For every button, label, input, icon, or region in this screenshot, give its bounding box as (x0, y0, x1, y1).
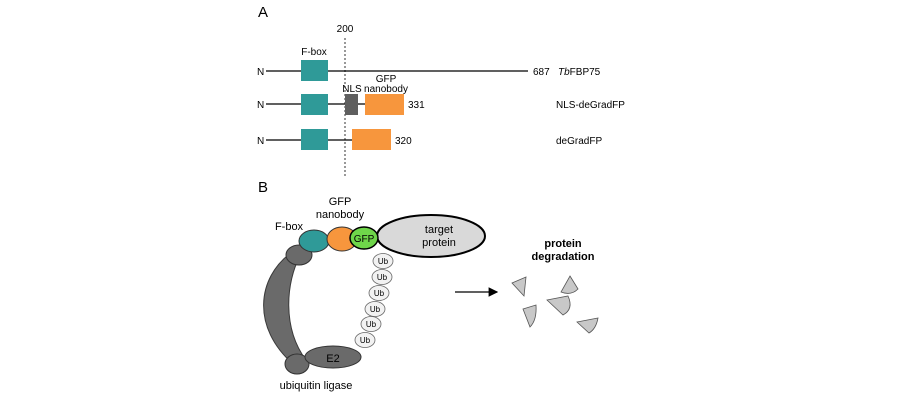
ubiquitin-2-label: Ub (377, 273, 388, 282)
protein-fragment-2 (560, 275, 579, 294)
position-200-label: 200 (337, 24, 354, 35)
gfp-label: GFP (354, 234, 375, 245)
ubiquitin-5-label: Ub (366, 320, 377, 329)
row1-end-number: 687 (533, 67, 550, 78)
e2-label: E2 (326, 353, 339, 365)
row2-fbox-domain (301, 94, 328, 115)
ubiquitin-3-label: Ub (374, 289, 385, 298)
row1-fbox-domain (301, 60, 328, 81)
ubiquitin-ligase-label: ubiquitin ligase (280, 380, 353, 392)
gfp-nanobody-label-line1: GFP (376, 74, 397, 85)
panel-b-label: B (258, 179, 268, 196)
row3-end-number: 320 (395, 136, 412, 147)
degradation-label-line1: protein (544, 238, 582, 250)
row2-protein-name: NLS-deGradFP (556, 100, 625, 111)
ubiquitin-1-label: Ub (378, 257, 389, 266)
nls-label: NLS (342, 84, 362, 95)
row2-n-terminus: N (257, 100, 264, 111)
row3-protein-name: deGradFP (556, 136, 602, 147)
gfp-nanobody-label-line2: nanobody (364, 84, 408, 95)
row3-fbox-domain (301, 129, 328, 150)
panel-a-label: A (258, 4, 268, 21)
ligase-bottom-knob (284, 353, 310, 375)
ubiquitin-ligase-scaffold (263, 251, 307, 365)
b-gfp-nanobody-label-line2: nanobody (316, 209, 365, 221)
protein-fragment-5 (576, 317, 599, 334)
ubiquitin-2 (371, 269, 393, 285)
ubiquitin-6-label: Ub (360, 336, 371, 345)
protein-fragment-3 (546, 295, 571, 316)
row2-end-number: 331 (408, 100, 425, 111)
ubiquitin-4 (364, 301, 386, 317)
row2-nanobody-domain (365, 94, 404, 115)
protein-fragment-4 (522, 304, 537, 328)
gfp-domain (349, 226, 379, 250)
protein-fragments (511, 275, 599, 334)
ubiquitin-chain: Ub Ub Ub Ub Ub Ub (354, 253, 394, 348)
ubiquitin-3 (368, 285, 390, 301)
row1-protein-name: TbFBP75 (558, 67, 601, 78)
fbox-label: F-box (301, 47, 327, 58)
row2-nls-domain (345, 94, 358, 115)
row3-n-terminus: N (257, 136, 264, 147)
ubiquitin-6 (354, 332, 376, 348)
target-protein (376, 214, 486, 258)
ubiquitin-1 (372, 253, 394, 269)
ubiquitin-4-label: Ub (370, 305, 381, 314)
e2-enzyme (304, 345, 362, 369)
b-fbox-label: F-box (275, 221, 304, 233)
target-protein-label-line2: protein (422, 237, 456, 249)
row3-nanobody-domain (352, 129, 391, 150)
target-protein-label-line1: target (425, 224, 453, 236)
protein-fragment-1 (511, 276, 527, 297)
b-gfp-nanobody-label-line1: GFP (329, 196, 352, 208)
degradation-label-line2: degradation (532, 251, 595, 263)
b-fbox-domain (298, 229, 330, 253)
ubiquitin-5 (360, 316, 382, 332)
row1-n-terminus: N (257, 67, 264, 78)
